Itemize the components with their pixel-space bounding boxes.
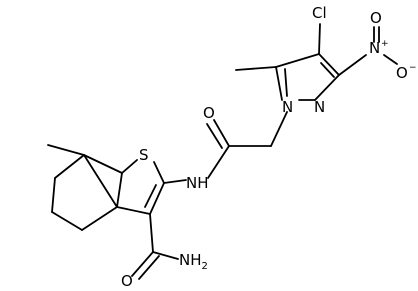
atom-n1-pyrazole: N [282,98,293,116]
amide-nh-text: NH [179,251,202,269]
atom-nh-amide: NH [186,174,209,192]
atom-s-thiophene: S [139,146,149,164]
atom-o-amide: O [203,104,215,122]
atom-o-carboxamide: O [121,272,133,290]
nitro-plus-charge: + [381,39,389,49]
bond-lines [47,23,398,280]
atom-n2-pyrazole: N [314,98,325,116]
atom-n-nitro: N [369,39,380,57]
oxygen-minus-charge: − [409,63,417,73]
amide-subscript-2: 2 [202,261,208,272]
atom-o-nitro-single: O [396,64,408,82]
atom-o-nitro-double: O [370,9,382,27]
atom-nh2-carboxamide: NH2 [179,251,208,272]
atom-labels: Cl N + O O − N N O S NH O NH2 [121,4,417,290]
atom-cl: Cl [312,4,327,22]
